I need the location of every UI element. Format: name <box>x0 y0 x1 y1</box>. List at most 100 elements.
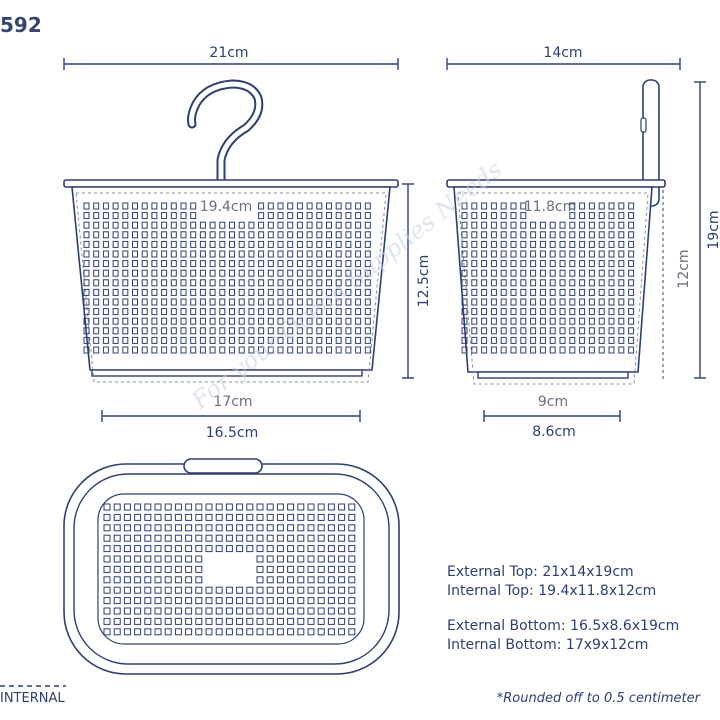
vent-hole <box>530 240 537 248</box>
vent-hole <box>355 279 362 287</box>
vent-hole <box>598 212 605 220</box>
vent-hole <box>530 288 537 296</box>
vent-hole <box>461 317 468 325</box>
vent-hole <box>307 607 315 615</box>
vent-hole <box>170 327 177 335</box>
vent-hole <box>199 327 206 335</box>
vent-hole <box>113 545 121 553</box>
vent-hole <box>209 279 216 287</box>
vent-hole <box>122 231 129 239</box>
vent-hole <box>327 555 335 563</box>
vent-hole <box>296 317 303 325</box>
vent-hole <box>267 317 274 325</box>
vent-hole <box>256 586 264 594</box>
vent-hole <box>598 336 605 344</box>
vent-hole <box>608 308 615 316</box>
vent-hole <box>195 524 203 532</box>
vent-hole <box>199 346 206 354</box>
vent-hole <box>199 336 206 344</box>
vent-hole <box>174 545 182 553</box>
spec-external-bottom: External Bottom: 16.5x8.6x19cm <box>447 618 679 634</box>
vent-hole <box>229 298 235 306</box>
vent-hole <box>93 240 100 248</box>
vent-hole <box>248 317 255 325</box>
vent-hole <box>579 327 586 335</box>
vent-hole <box>316 288 323 296</box>
vent-hole <box>326 317 332 325</box>
vent-hole <box>335 231 342 239</box>
vent-hole <box>248 250 255 258</box>
vent-hole <box>151 308 158 316</box>
vent-hole <box>123 565 131 573</box>
vent-hole <box>579 260 586 268</box>
vent-hole <box>238 221 245 229</box>
vent-hole <box>306 260 313 268</box>
vent-hole <box>170 298 177 306</box>
vent-hole <box>185 545 193 553</box>
vent-hole <box>345 346 352 354</box>
vent-hole <box>326 260 332 268</box>
vent-hole <box>236 524 244 532</box>
vent-hole <box>219 327 226 335</box>
vent-hole <box>154 534 162 542</box>
vent-hole <box>141 212 148 220</box>
vent-hole <box>559 260 566 268</box>
vent-hole <box>170 269 177 277</box>
vent-hole <box>248 308 255 316</box>
vent-hole <box>154 513 162 521</box>
vent-hole <box>326 221 332 229</box>
vent-hole <box>144 628 152 636</box>
vent-hole <box>258 221 265 229</box>
vent-hole <box>266 513 274 521</box>
vent-hole <box>225 586 233 594</box>
vent-hole <box>348 617 356 625</box>
vent-hole <box>559 279 566 287</box>
vent-hole <box>364 288 371 296</box>
vent-hole <box>287 565 295 573</box>
side-basket-foot <box>477 371 629 379</box>
vent-hole <box>266 607 274 615</box>
vent-hole <box>141 240 148 248</box>
vent-hole <box>123 534 131 542</box>
vent-hole <box>267 260 274 268</box>
vent-hole <box>161 212 168 220</box>
vent-hole <box>559 269 566 277</box>
vent-hole <box>229 336 235 344</box>
vent-hole <box>490 221 497 229</box>
vent-hole <box>277 336 284 344</box>
front-internal-outline <box>75 192 387 383</box>
vent-hole <box>307 597 315 605</box>
vent-hole <box>154 628 162 636</box>
vent-hole <box>500 308 507 316</box>
vent-hole <box>113 534 121 542</box>
vent-hole <box>549 336 556 344</box>
vent-hole <box>327 545 335 553</box>
vent-hole <box>164 586 172 594</box>
vent-hole <box>190 308 197 316</box>
vent-hole <box>598 288 605 296</box>
vent-hole <box>490 346 497 354</box>
vent-hole <box>151 327 158 335</box>
vent-hole <box>219 346 226 354</box>
vent-hole <box>174 503 182 511</box>
vent-hole <box>164 503 172 511</box>
vent-hole <box>93 288 100 296</box>
vent-hole <box>307 565 315 573</box>
top-view <box>63 458 400 675</box>
vent-hole <box>471 336 478 344</box>
front-internal-width-label: 19.4cm <box>200 199 253 215</box>
vent-hole <box>335 212 342 220</box>
vent-hole <box>141 327 148 335</box>
vent-hole <box>520 240 527 248</box>
vent-hole <box>199 221 206 229</box>
vent-hole <box>238 327 245 335</box>
vent-hole <box>229 240 235 248</box>
vent-hole <box>164 597 172 605</box>
vent-hole <box>215 513 223 521</box>
vent-hole <box>258 250 265 258</box>
vent-hole <box>355 212 362 220</box>
vent-hole <box>335 327 342 335</box>
vent-hole <box>520 279 527 287</box>
vent-hole <box>297 565 305 573</box>
vent-hole <box>559 346 566 354</box>
